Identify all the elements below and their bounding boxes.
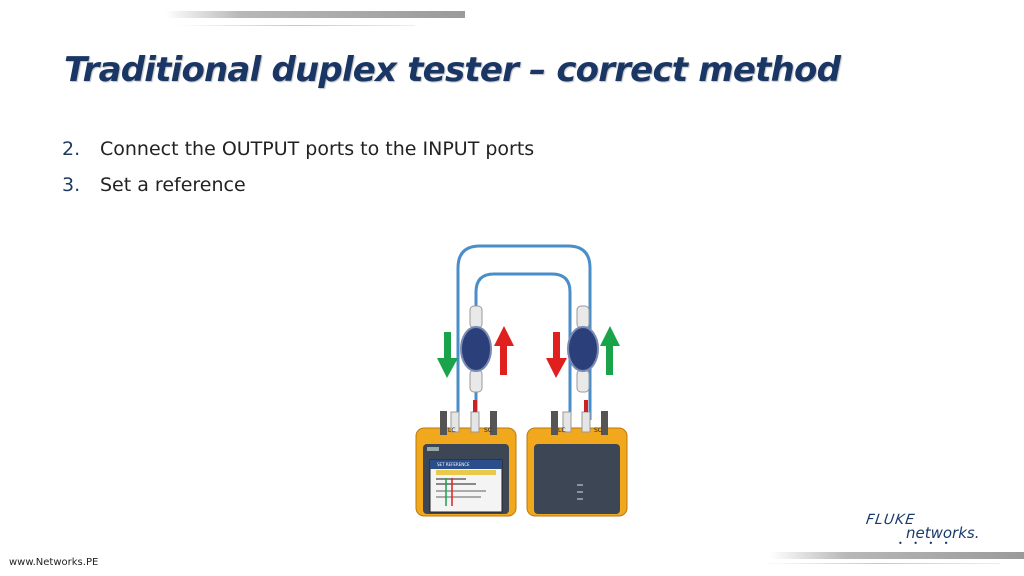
top-decor-bar — [165, 11, 465, 18]
left-sc-label: SC — [484, 427, 492, 434]
step-number: 2. — [62, 138, 81, 160]
steps-list: 2. Connect the OUTPUT ports to the INPUT… — [62, 138, 534, 210]
top-decor-line — [175, 25, 415, 26]
footer-url: www.Networks.PE — [9, 557, 99, 568]
logo-dots: • • • • — [898, 539, 953, 548]
slide-title: Traditional duplex tester – correct meth… — [64, 50, 841, 90]
list-item: 2. Connect the OUTPUT ports to the INPUT… — [62, 138, 534, 174]
screen-heading: SET REFERENCE — [437, 462, 470, 467]
red-up-arrow — [494, 326, 514, 375]
logo-bottom-text: networks. — [906, 524, 980, 542]
outer-cable — [456, 244, 592, 420]
remote-tester — [526, 400, 628, 517]
step-text: Set a reference — [100, 174, 246, 196]
step-number: 3. — [62, 174, 81, 196]
list-item: 3. Set a reference — [62, 174, 534, 210]
step-text: Connect the OUTPUT ports to the INPUT po… — [100, 138, 535, 160]
inner-cable — [474, 272, 572, 420]
right-coupler — [567, 305, 599, 393]
fluke-networks-logo: FLUKE networks. • • • • — [865, 512, 996, 548]
green-up-arrow — [600, 326, 620, 375]
left-coupler — [460, 305, 492, 393]
red-down-arrow — [546, 332, 567, 378]
main-tester — [415, 400, 517, 517]
right-sc-label: SC — [594, 427, 602, 434]
right-lc-label: LC — [558, 427, 566, 434]
bottom-decor-bar — [770, 552, 1024, 559]
green-down-arrow — [437, 332, 458, 378]
fiber-cables — [456, 244, 592, 420]
bottom-decor-line — [760, 563, 1000, 564]
left-lc-label: LC — [448, 427, 456, 434]
